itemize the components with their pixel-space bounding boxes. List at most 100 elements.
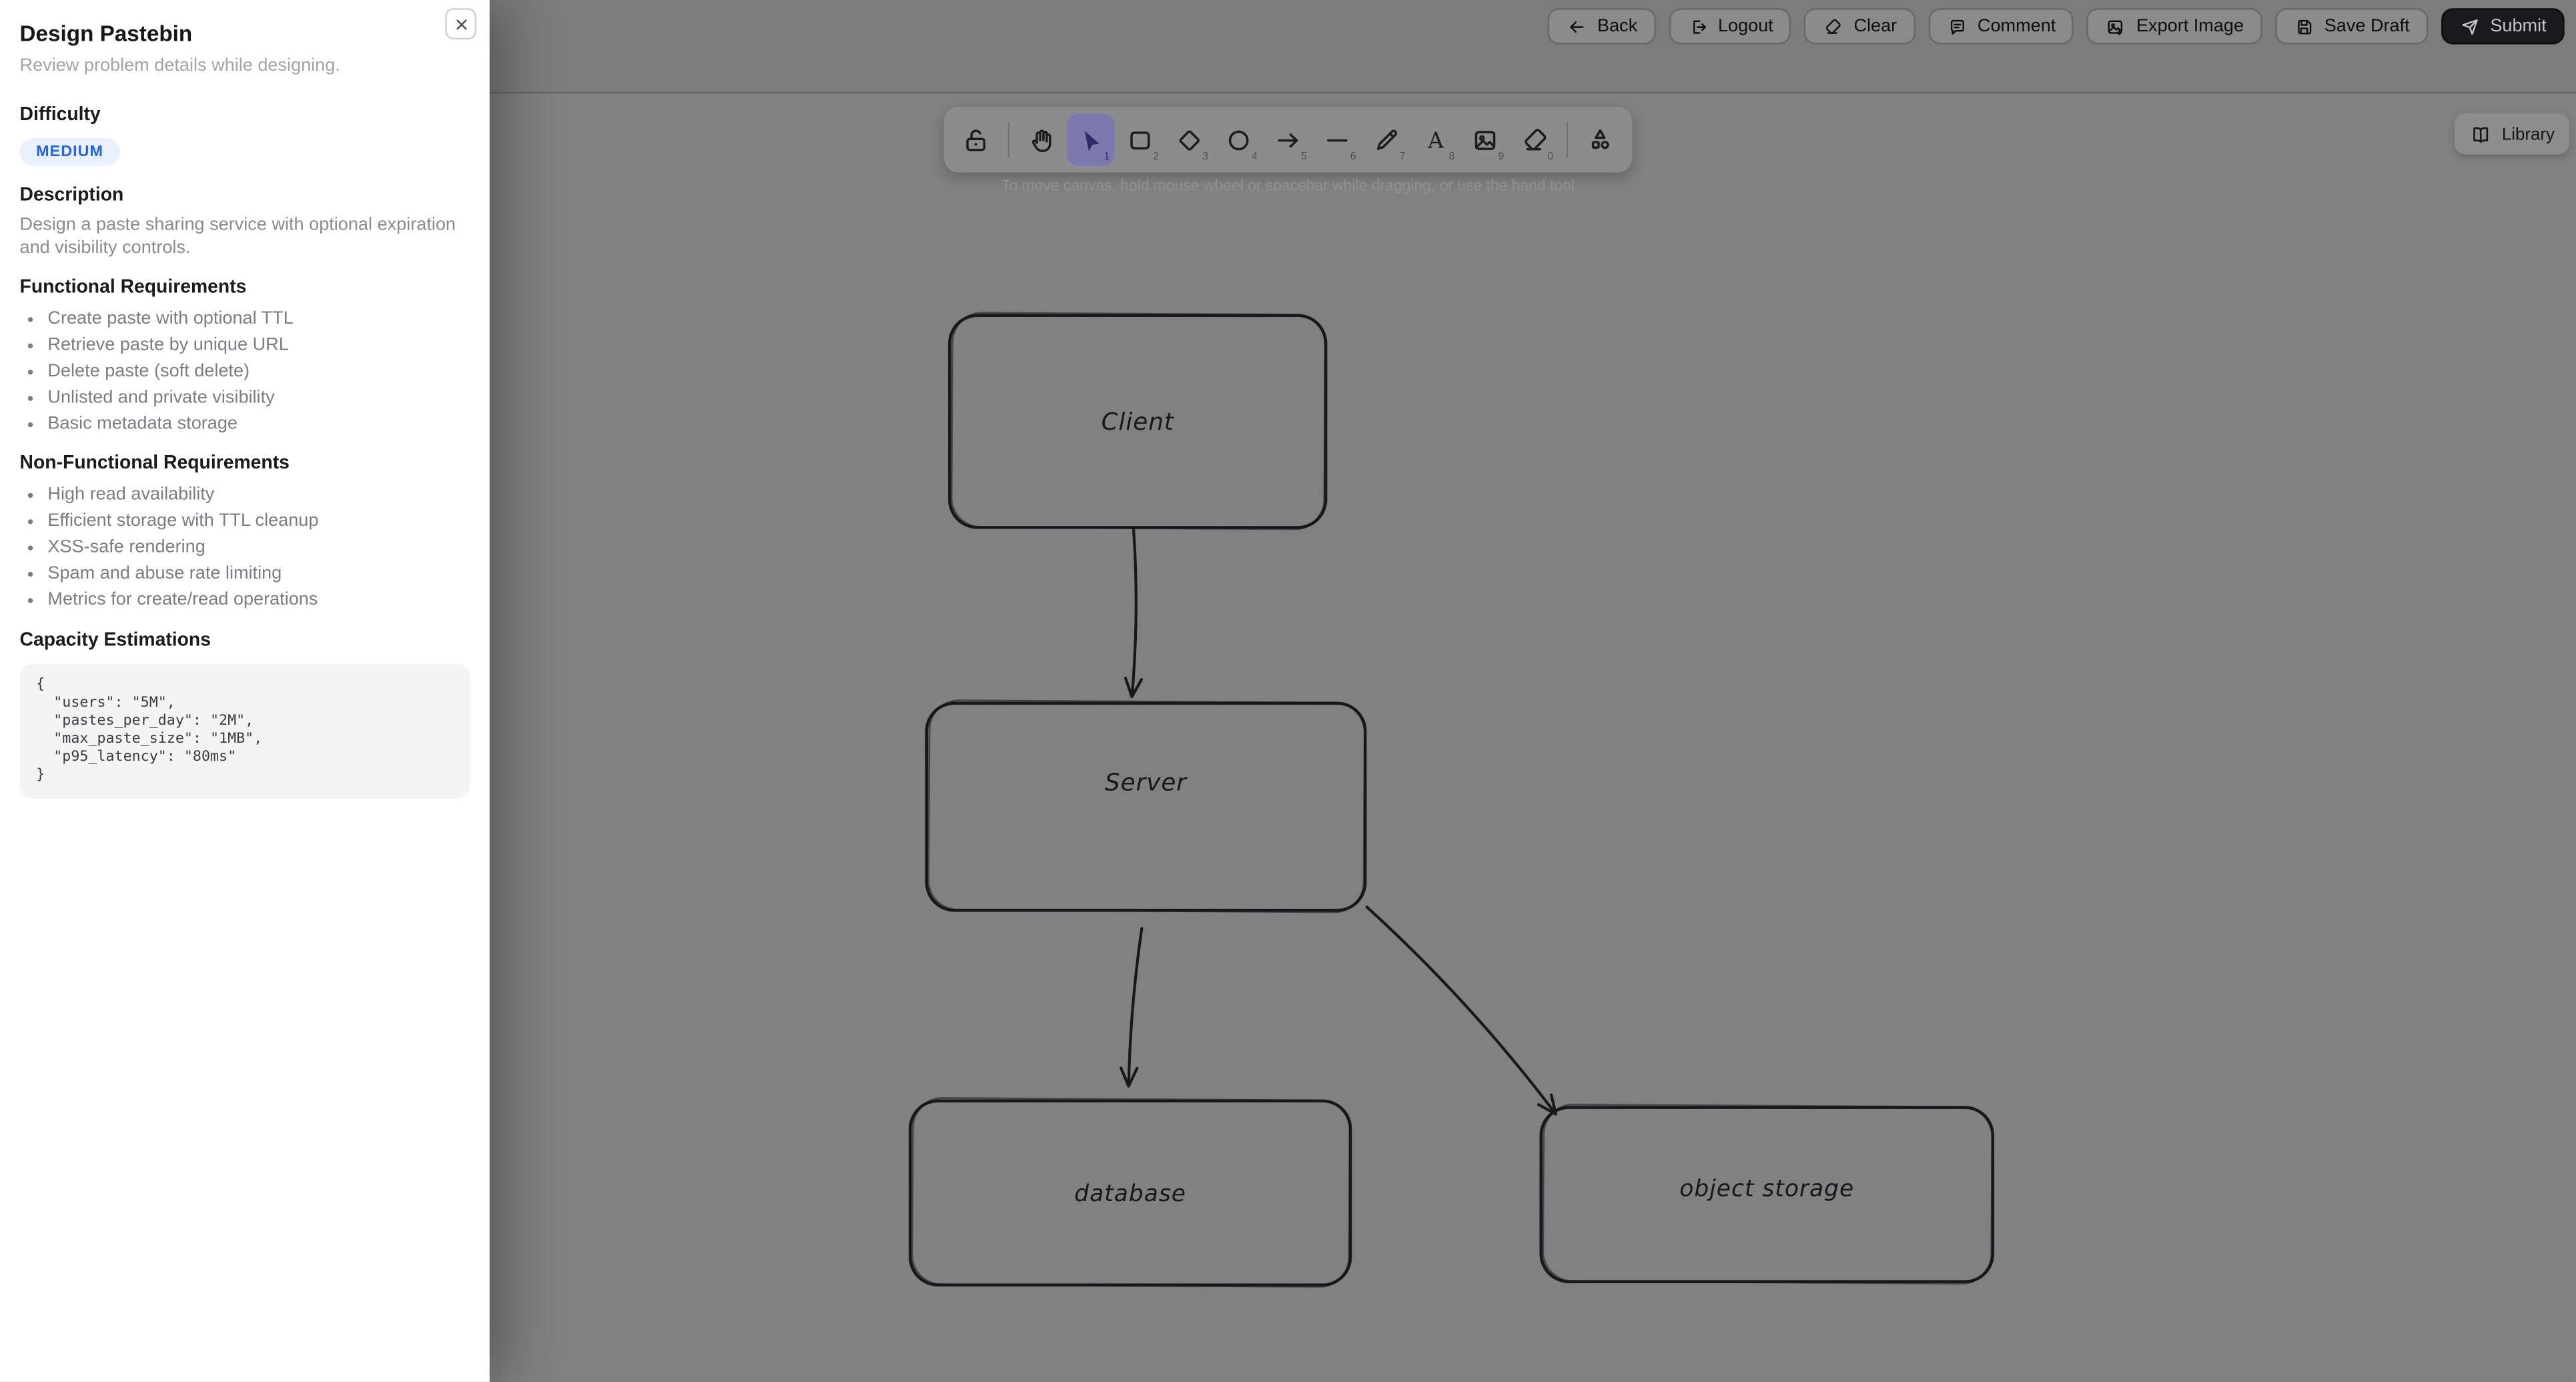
tool-ellipse[interactable]: 4 (1215, 113, 1262, 166)
functional-requirements-list: Create paste with optional TTLRetrieve p… (20, 306, 470, 437)
difficulty-heading: Difficulty (19, 105, 101, 125)
tool-shortcut: 4 (1252, 151, 1258, 163)
node-server[interactable]: Server (925, 699, 1367, 914)
edge-server-object-storage[interactable] (1365, 906, 1557, 1116)
diamond-icon (1179, 129, 1200, 150)
tool-shortcut: 7 (1399, 151, 1406, 163)
non-functional-requirements-list: High read availabilityEfficient storage … (20, 481, 470, 613)
save-draft-button[interactable]: Save Draft (2274, 8, 2428, 45)
line-icon (1327, 138, 1348, 141)
library-button[interactable]: Library (2454, 113, 2570, 155)
node-database[interactable]: database (908, 1097, 1352, 1288)
logout-icon (1693, 19, 1706, 33)
tool-shortcut: 6 (1350, 151, 1356, 163)
comment-button[interactable]: Comment (1928, 8, 2074, 45)
submit-icon (2461, 18, 2478, 35)
code-line: "max_paste_size": "1MB", (36, 731, 263, 748)
tool-rectangle[interactable]: 2 (1116, 113, 1164, 166)
back-button[interactable]: Back (1548, 8, 1656, 45)
ellipse-icon (1228, 129, 1249, 150)
clear-label: Clear (1853, 16, 1897, 37)
tool-hand[interactable] (1017, 113, 1065, 166)
close-icon[interactable] (445, 8, 477, 40)
panel-title: Design Pastebin (19, 21, 193, 46)
node-object-storage[interactable]: object storage (1539, 1103, 1995, 1285)
pencil-icon (1376, 129, 1398, 149)
tool-draw[interactable]: 7 (1363, 113, 1410, 166)
clear-button[interactable]: Clear (1804, 8, 1915, 45)
tool-shortcut: 1 (1104, 151, 1110, 163)
requirement-item: Metrics for create/read operations (47, 587, 470, 613)
svg-text:A: A (1427, 127, 1444, 153)
eraser-small-icon (1826, 18, 1841, 33)
node-label: database (1074, 1180, 1186, 1207)
node-client[interactable]: Client (948, 312, 1328, 531)
toolbar-divider (1007, 121, 1010, 158)
tool-shortcut: 9 (1498, 151, 1505, 163)
canvas-hint: To move canvas, hold mouse wheel or spac… (1001, 177, 1575, 194)
requirement-item: Spam and abuse rate limiting (47, 561, 470, 587)
tool-more-shapes[interactable] (1577, 113, 1624, 166)
library-label: Library (2501, 123, 2555, 144)
arrow-icon (1278, 132, 1298, 147)
tool-line[interactable]: 6 (1314, 113, 1361, 166)
comment-label: Comment (1977, 16, 2056, 37)
edge-client-server[interactable] (1124, 527, 1144, 699)
requirement-item: Delete paste (soft delete) (47, 358, 470, 384)
logout-label: Logout (1717, 16, 1773, 37)
code-line: { (36, 677, 45, 694)
problem-panel: Design Pastebin Review problem details w… (0, 0, 490, 1382)
capacity-code-block: { "users": "5M", "pastes_per_day": "2M",… (19, 663, 470, 799)
code-line: "pastes_per_day": "2M", (36, 713, 254, 730)
tool-arrow[interactable]: 5 (1264, 113, 1312, 166)
tool-selection[interactable]: 1 (1067, 113, 1115, 166)
logout-button[interactable]: Logout (1669, 8, 1791, 45)
image-icon (1474, 129, 1496, 149)
back-label: Back (1597, 16, 1638, 37)
code-line: "users": "5M", (36, 695, 175, 712)
tool-lock[interactable] (952, 113, 999, 166)
book-icon (2473, 126, 2488, 142)
submit-label: Submit (2490, 16, 2547, 37)
requirement-item: Efficient storage with TTL cleanup (47, 508, 470, 534)
shapes-icon (1591, 128, 1609, 149)
code-line: "p95_latency": "80ms" (36, 749, 237, 766)
hand-icon (1031, 129, 1051, 151)
difficulty-badge: MEDIUM (19, 137, 120, 166)
requirement-item: High read availability (47, 481, 470, 507)
tool-shortcut: 8 (1448, 151, 1455, 163)
export-image-label: Export Image (2136, 16, 2244, 37)
toolbar-divider (1566, 121, 1569, 158)
tool-shortcut: 2 (1153, 151, 1160, 163)
cursor-icon (1084, 129, 1100, 151)
rectangle-icon (1130, 130, 1150, 149)
node-label: object storage (1679, 1176, 1854, 1202)
requirement-item: XSS-safe rendering (47, 534, 470, 560)
tool-eraser[interactable]: 0 (1511, 113, 1558, 166)
requirement-item: Retrieve paste by unique URL (47, 332, 470, 358)
text-icon: A (1427, 127, 1444, 153)
lock-open-icon (966, 129, 986, 151)
eraser-icon (1525, 127, 1547, 150)
description-text: Design a paste sharing service with opti… (19, 215, 456, 258)
tool-diamond[interactable]: 3 (1166, 113, 1213, 166)
capacity-estimations-heading: Capacity Estimations (19, 631, 211, 651)
tool-image[interactable]: 9 (1461, 113, 1509, 166)
export-image-button[interactable]: Export Image (2087, 8, 2262, 45)
export-image-icon (2108, 19, 2123, 35)
description-heading: Description (19, 186, 124, 206)
non-functional-requirements-heading: Non-Functional Requirements (19, 453, 290, 474)
panel-subtitle: Review problem details while designing. (19, 55, 340, 76)
submit-button[interactable]: Submit (2441, 8, 2565, 45)
tool-shortcut: 3 (1202, 151, 1209, 163)
requirement-item: Unlisted and private visibility (47, 384, 470, 410)
save-draft-label: Save Draft (2324, 16, 2410, 37)
node-label: Server (1105, 769, 1188, 796)
edge-server-database[interactable] (1120, 927, 1144, 1088)
topbar-actions: Back Logout Clear Comment Export Image Save D… (1548, 8, 2565, 45)
node-label: Client (1102, 408, 1175, 436)
